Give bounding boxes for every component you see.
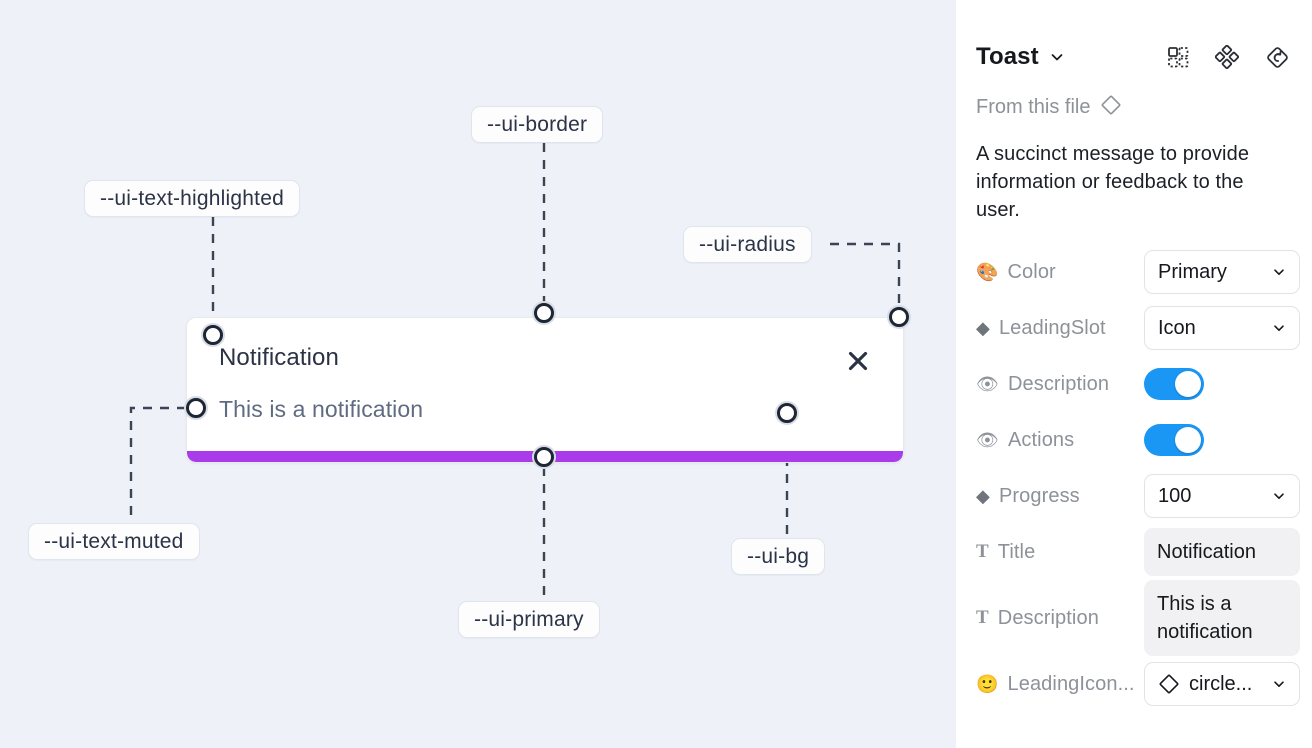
label-text: LeadingSlot [998,316,1106,339]
panel-title: Toast [976,43,1039,70]
reset-instance-icon[interactable] [1265,45,1290,70]
label-text: Color [1007,260,1056,283]
property-label-color: 🎨 Color [976,261,1144,284]
chevron-down-icon[interactable] [1049,49,1065,65]
variants-cluster-icon[interactable] [1215,45,1239,69]
property-label-description-text: T Description [976,607,1144,630]
label-text: Description [997,606,1099,629]
node-radius[interactable] [889,307,909,327]
chevron-down-icon [1272,489,1286,503]
progress-select[interactable]: 100 [1144,474,1300,518]
property-row-leadingslot: ◆ LeadingSlot Icon [976,300,1300,356]
node-text-muted[interactable] [186,398,206,418]
component-grid-icon[interactable] [1167,46,1189,68]
eye-emoji-icon: 👁 [976,374,999,394]
property-label-title: T Title [976,541,1144,564]
label-text: Progress [998,484,1080,507]
node-bg[interactable] [777,403,797,423]
from-this-file-row[interactable]: From this file [972,90,1296,124]
property-row-description-text: T Description This is a notification [976,580,1300,656]
actions-toggle[interactable] [1144,424,1204,456]
token-label-ui-text-muted[interactable]: --ui-text-muted [28,523,200,560]
close-x-icon[interactable] [845,348,871,374]
description-toggle[interactable] [1144,368,1204,400]
token-label-ui-bg[interactable]: --ui-bg [731,538,826,575]
property-row-progress: ◆ Progress 100 [976,468,1300,524]
diamond-component-icon [1100,94,1122,121]
property-row-description-toggle: 👁 Description [976,356,1292,412]
property-label-leadingslot: ◆ LeadingSlot [976,317,1144,340]
connector-radius [830,242,901,307]
label-text: LeadingIcon... [1007,672,1135,695]
leadingicon-select-value: circle... [1189,672,1253,695]
leadingicon-select[interactable]: circle... [1144,662,1300,706]
chevron-down-icon [1272,677,1286,691]
toast-title: Notification [219,344,339,371]
design-canvas[interactable]: Notification This is a notification --ui… [0,0,956,748]
text-type-icon: T [976,541,989,562]
property-row-color: 🎨 Color Primary [976,244,1300,300]
toggle-knob [1175,371,1201,397]
component-description: A succinct message to provide informatio… [976,143,1250,221]
progress-select-value: 100 [1158,484,1192,507]
leadingslot-select[interactable]: Icon [1144,306,1300,350]
diamond-component-icon [1158,673,1180,695]
property-label-description: 👁 Description [976,373,1144,396]
palette-emoji-icon: 🎨 [976,262,999,282]
diamond-emoji-icon: ◆ [976,486,990,506]
chevron-down-icon [1272,265,1286,279]
label-text: Description [1007,372,1110,395]
property-row-leadingicon: 🙂 LeadingIcon... circle... [976,656,1300,712]
panel-header-actions [1167,45,1292,70]
color-select[interactable]: Primary [1144,250,1300,294]
properties-panel: Toast [956,0,1312,748]
token-label-ui-radius[interactable]: --ui-radius [683,226,812,263]
node-text-highlighted[interactable] [203,325,223,345]
node-border[interactable] [534,303,554,323]
smiley-emoji-icon: 🙂 [976,674,999,694]
toggle-knob [1175,427,1201,453]
from-this-file-label: From this file [976,95,1091,118]
property-label-progress: ◆ Progress [976,485,1144,508]
color-select-value: Primary [1158,260,1227,283]
chevron-down-icon [1272,321,1286,335]
token-label-ui-border[interactable]: --ui-border [471,106,604,143]
title-input[interactable]: Notification [1144,528,1300,576]
label-text: Title [997,540,1036,563]
toast-description: This is a notification [219,396,424,422]
text-type-icon: T [976,607,989,628]
eye-emoji-icon: 👁 [976,430,999,450]
token-label-ui-primary[interactable]: --ui-primary [458,601,600,638]
property-label-actions: 👁 Actions [976,429,1144,452]
diamond-emoji-icon: ◆ [976,318,990,338]
node-primary[interactable] [534,447,554,467]
leadingslot-select-value: Icon [1158,316,1196,339]
label-text: Actions [1007,428,1075,451]
token-label-ui-text-highlighted[interactable]: --ui-text-highlighted [84,180,300,217]
property-row-actions-toggle: 👁 Actions [976,412,1292,468]
description-input[interactable]: This is a notification [1144,580,1300,656]
toast-preview-card[interactable]: Notification This is a notification [186,317,904,463]
property-row-title: T Title Notification [976,524,1300,580]
panel-header: Toast [972,26,1296,88]
property-label-leadingicon: 🙂 LeadingIcon... [976,673,1144,696]
connector-text-muted [129,406,186,523]
property-list: 🎨 Color Primary ◆ LeadingSlot [972,244,1300,712]
